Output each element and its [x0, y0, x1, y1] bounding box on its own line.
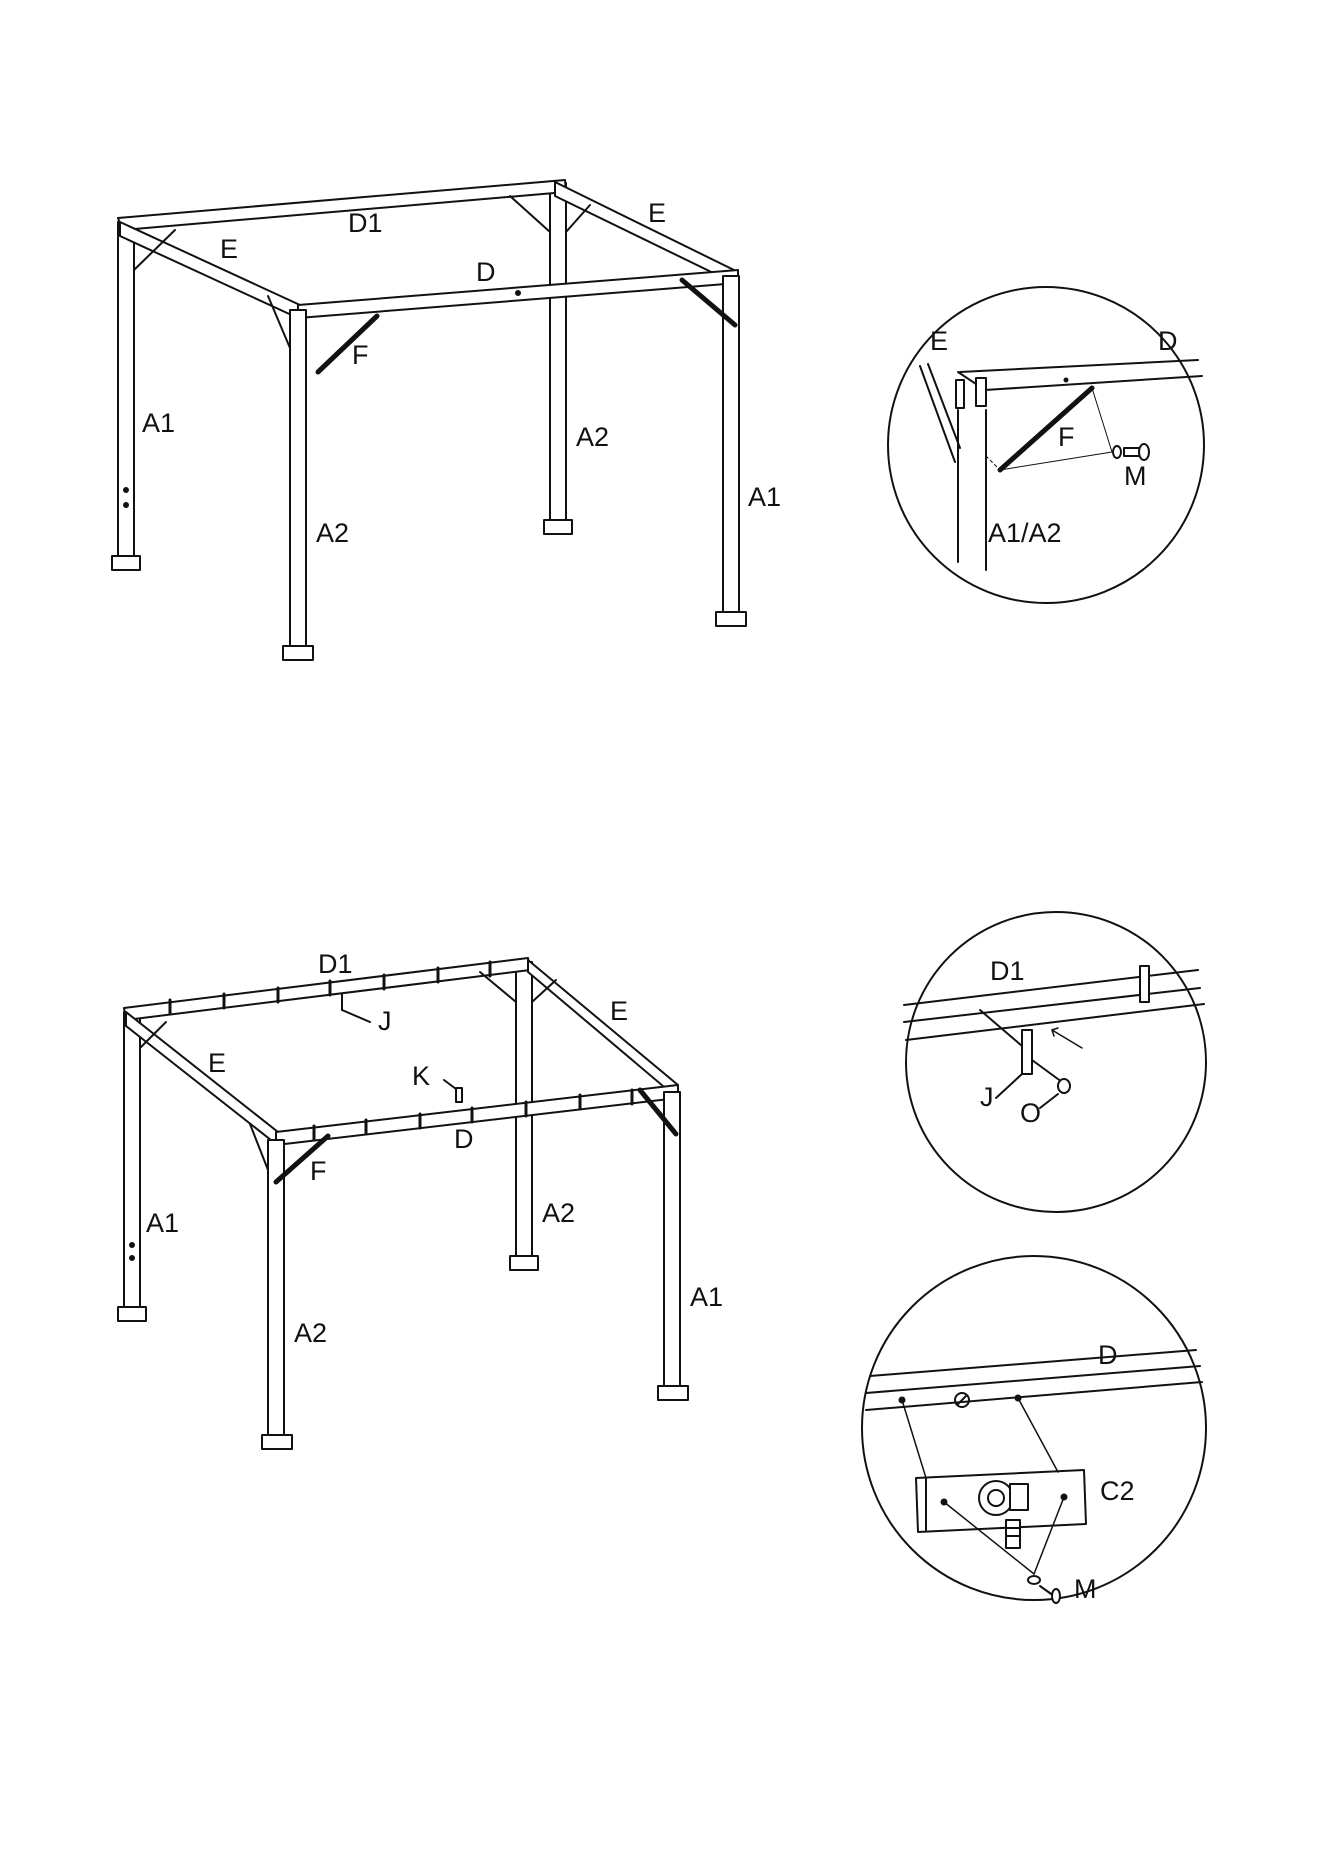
- frame-diagram-2: D1 J E E K D F A1 A2 A1 A2: [118, 949, 723, 1449]
- label-a2-back: A2: [576, 422, 609, 452]
- detail1-label-f: F: [1058, 422, 1075, 452]
- label-a2-back-2: A2: [542, 1198, 575, 1228]
- beam-e-right: [555, 182, 738, 284]
- post-a2-front: [283, 310, 313, 660]
- post-a1-right: [716, 276, 746, 626]
- hook-j-detail: [342, 994, 370, 1022]
- label-a2-front: A2: [316, 518, 349, 548]
- beam-d-2: [276, 1085, 678, 1145]
- detail3-label-m: M: [1074, 1574, 1097, 1604]
- label-f: F: [352, 340, 369, 370]
- label-d: D: [476, 257, 496, 287]
- beam-d: [298, 270, 738, 318]
- label-a1-right: A1: [748, 482, 781, 512]
- label-d1: D1: [348, 208, 383, 238]
- detail1-label-d: D: [1158, 326, 1178, 356]
- detail1-label-e: E: [930, 326, 948, 356]
- label-e-left: E: [220, 234, 238, 264]
- part-k: [444, 1080, 462, 1102]
- detail-circle-1: E D F M A1/A2: [888, 287, 1204, 603]
- detail3-label-d: D: [1098, 1340, 1118, 1370]
- detail-circle-2: D1 J O: [904, 912, 1206, 1212]
- beam-d1: [118, 180, 566, 230]
- post-a1-right-2: [658, 1092, 688, 1400]
- label-a1-left: A1: [142, 408, 175, 438]
- post-a1-left: [112, 222, 140, 570]
- detail2-label-d1: D1: [990, 956, 1025, 986]
- label-j-2: J: [378, 1006, 392, 1036]
- detail1-label-a: A1/A2: [988, 518, 1062, 548]
- label-e-left-2: E: [208, 1048, 226, 1078]
- label-a1-right-2: A1: [690, 1282, 723, 1312]
- frame-diagram-1: D1 E E D F A1 A2 A1 A2: [112, 180, 781, 660]
- beam-e-left: [120, 222, 300, 318]
- post-a2-front-2: [262, 1140, 292, 1449]
- label-e-right-2: E: [610, 996, 628, 1026]
- post-a2-back: [544, 183, 572, 534]
- label-a2-front-2: A2: [294, 1318, 327, 1348]
- beam-e-right-2: [528, 960, 678, 1097]
- label-e-right: E: [648, 198, 666, 228]
- label-d1-2: D1: [318, 949, 353, 979]
- beam-e-left-2: [126, 1012, 278, 1144]
- label-a1-left-2: A1: [146, 1208, 179, 1238]
- label-f-2: F: [310, 1156, 327, 1186]
- label-k-2: K: [412, 1061, 430, 1091]
- detail2-label-j: J: [980, 1082, 994, 1112]
- detail3-label-c2: C2: [1100, 1476, 1135, 1506]
- detail-circle-3: D C2 M: [862, 1256, 1206, 1604]
- label-d-2: D: [454, 1124, 474, 1154]
- detail2-label-o: O: [1020, 1098, 1041, 1128]
- detail1-label-m: M: [1124, 461, 1147, 491]
- post-a1-left-2: [118, 1012, 146, 1321]
